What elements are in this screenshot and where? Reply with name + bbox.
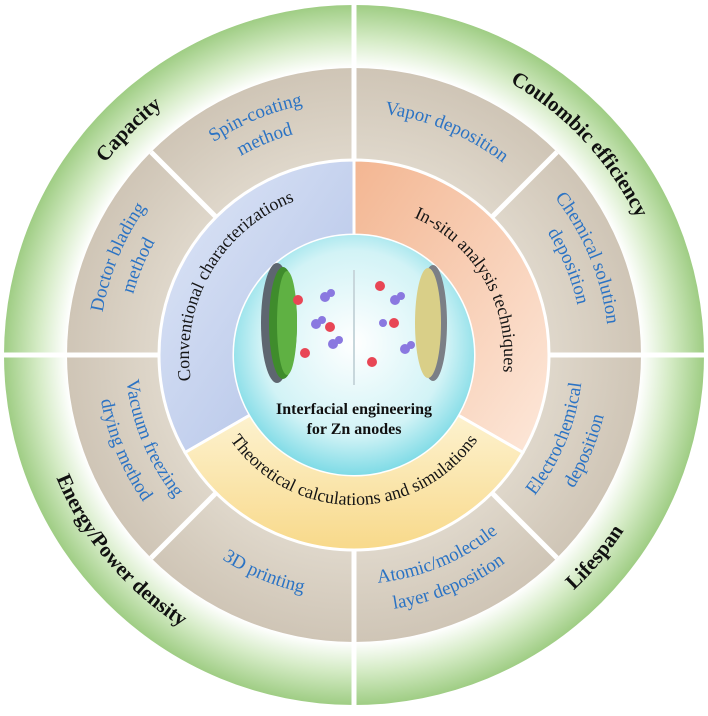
solvated-ion-clusters-icon	[311, 289, 415, 354]
center-title-line-2: for Zn anodes	[307, 421, 402, 438]
method-divider-line	[149, 150, 218, 219]
center-title-line-1: Interfacial engineering	[276, 401, 432, 418]
method-divider-line	[490, 491, 559, 560]
zn-ion-particles-icon	[293, 281, 399, 367]
method-divider-line	[149, 491, 218, 560]
outer-ring-dividers	[4, 5, 704, 705]
method-ring-dividers	[67, 68, 641, 642]
battery-cell-schematic-icon	[261, 263, 447, 385]
method-divider-line	[490, 150, 559, 219]
